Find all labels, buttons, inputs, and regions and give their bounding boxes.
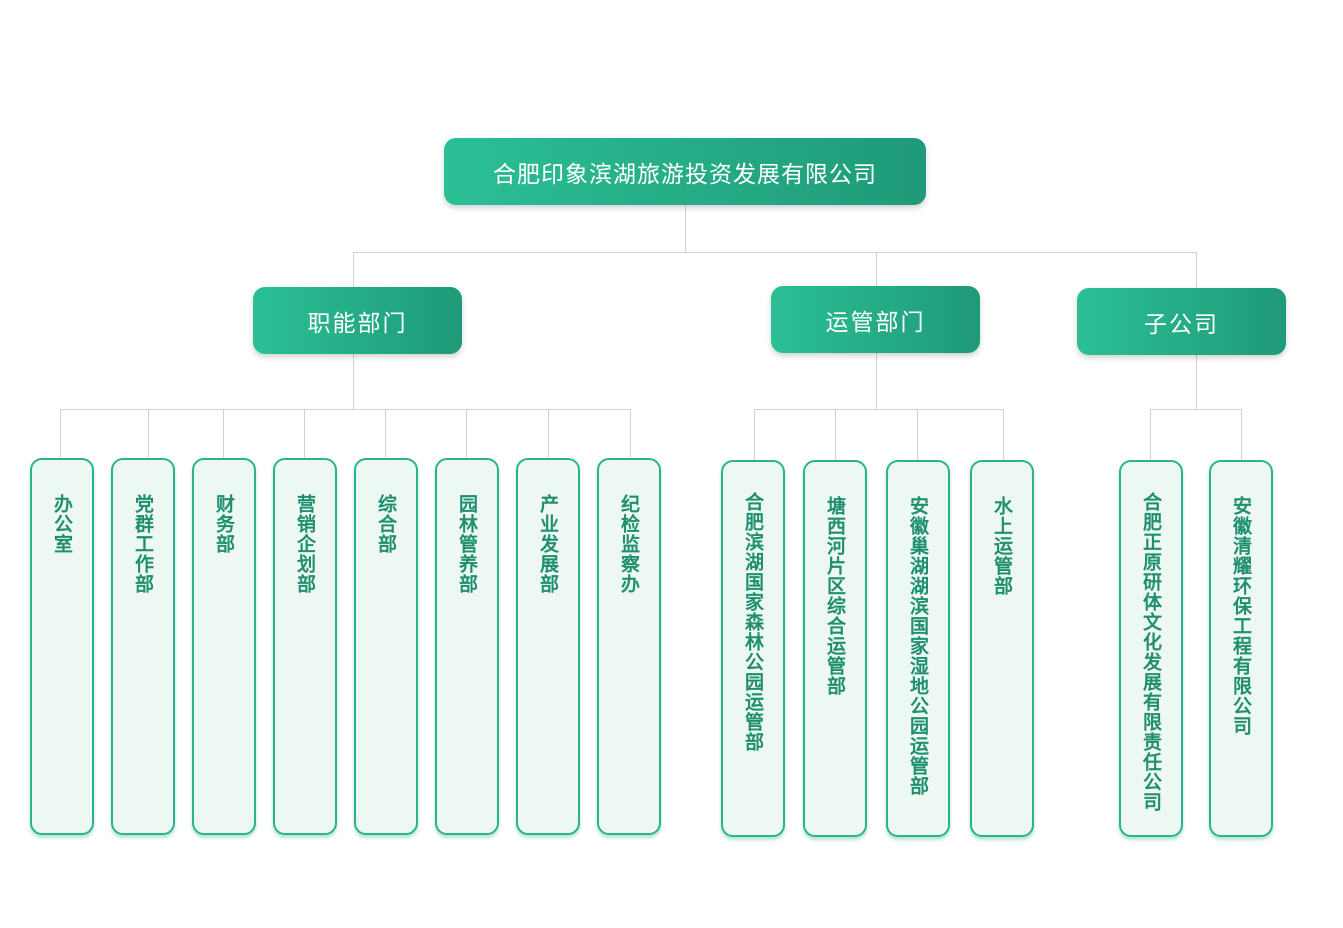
leaf-node-label: 合肥正原研体文化发展有限责任公司 — [1140, 492, 1162, 812]
connector-group1-leaf7 — [548, 409, 549, 459]
connector-group3-bus — [1150, 409, 1242, 410]
leaf-node: 办公室 — [30, 458, 94, 835]
leaf-node-label: 塘西河片区综合运管部 — [824, 496, 846, 696]
connector-group3-down — [1196, 355, 1197, 409]
leaf-node-label: 财务部 — [213, 494, 235, 554]
connector-group1-leaf4 — [304, 409, 305, 459]
connector-group2-down — [876, 353, 877, 409]
connector-group2-up — [876, 252, 877, 287]
leaf-node: 水上运管部 — [970, 460, 1034, 837]
connector-group1-leaf1 — [60, 409, 61, 459]
connector-group3-leaf1 — [1150, 409, 1151, 461]
connector-group3-up — [1196, 252, 1197, 289]
leaf-node-label: 安徽清耀环保工程有限公司 — [1230, 496, 1252, 736]
leaf-node-label: 安徽巢湖湖滨国家湿地公园运管部 — [907, 496, 929, 796]
connector-group1-leaf3 — [223, 409, 224, 459]
group-node-operations-departments: 运管部门 — [771, 286, 980, 353]
root-node: 合肥印象滨湖旅游投资发展有限公司 — [444, 138, 926, 205]
connector-root-down — [685, 205, 686, 252]
group-node-label: 职能部门 — [307, 310, 408, 337]
leaf-node-label: 产业发展部 — [537, 494, 559, 594]
connector-group2-leaf4 — [1003, 409, 1004, 461]
connector-group3-leaf2 — [1241, 409, 1242, 461]
connector-group1-leaf2 — [148, 409, 149, 459]
leaf-node: 合肥滨湖国家森林公园运管部 — [721, 460, 785, 837]
leaf-node-label: 营销企划部 — [294, 494, 316, 594]
leaf-node-label: 党群工作部 — [132, 494, 154, 594]
group-node-subsidiaries: 子公司 — [1077, 288, 1286, 355]
connector-group1-down — [353, 354, 354, 409]
group-node-label: 子公司 — [1144, 311, 1219, 338]
connector-group1-bus — [60, 409, 631, 410]
leaf-node: 党群工作部 — [111, 458, 175, 835]
connector-group1-up — [353, 252, 354, 288]
leaf-node-label: 纪检监察办 — [618, 494, 640, 594]
leaf-node-label: 综合部 — [375, 494, 397, 554]
connector-group2-leaf2 — [835, 409, 836, 461]
leaf-node-label: 水上运管部 — [991, 496, 1013, 596]
leaf-node: 合肥正原研体文化发展有限责任公司 — [1119, 460, 1183, 837]
leaf-node-label: 办公室 — [51, 494, 73, 554]
leaf-node: 塘西河片区综合运管部 — [803, 460, 867, 837]
connector-group2-leaf3 — [917, 409, 918, 461]
leaf-node: 安徽清耀环保工程有限公司 — [1209, 460, 1273, 837]
leaf-node: 纪检监察办 — [597, 458, 661, 835]
leaf-node: 产业发展部 — [516, 458, 580, 835]
connector-level1-bus — [353, 252, 1197, 253]
root-node-label: 合肥印象滨湖旅游投资发展有限公司 — [493, 161, 877, 188]
group-node-label: 运管部门 — [825, 309, 926, 336]
leaf-node-label: 合肥滨湖国家森林公园运管部 — [742, 492, 764, 752]
leaf-node: 营销企划部 — [273, 458, 337, 835]
group-node-functional-departments: 职能部门 — [253, 287, 462, 354]
leaf-node-label: 园林管养部 — [456, 494, 478, 594]
connector-group2-leaf1 — [754, 409, 755, 461]
leaf-node: 综合部 — [354, 458, 418, 835]
connector-group1-leaf5 — [385, 409, 386, 459]
connector-group1-leaf6 — [466, 409, 467, 459]
connector-group1-leaf8 — [630, 409, 631, 459]
leaf-node: 财务部 — [192, 458, 256, 835]
leaf-node: 安徽巢湖湖滨国家湿地公园运管部 — [886, 460, 950, 837]
connector-group2-bus — [754, 409, 1004, 410]
leaf-node: 园林管养部 — [435, 458, 499, 835]
